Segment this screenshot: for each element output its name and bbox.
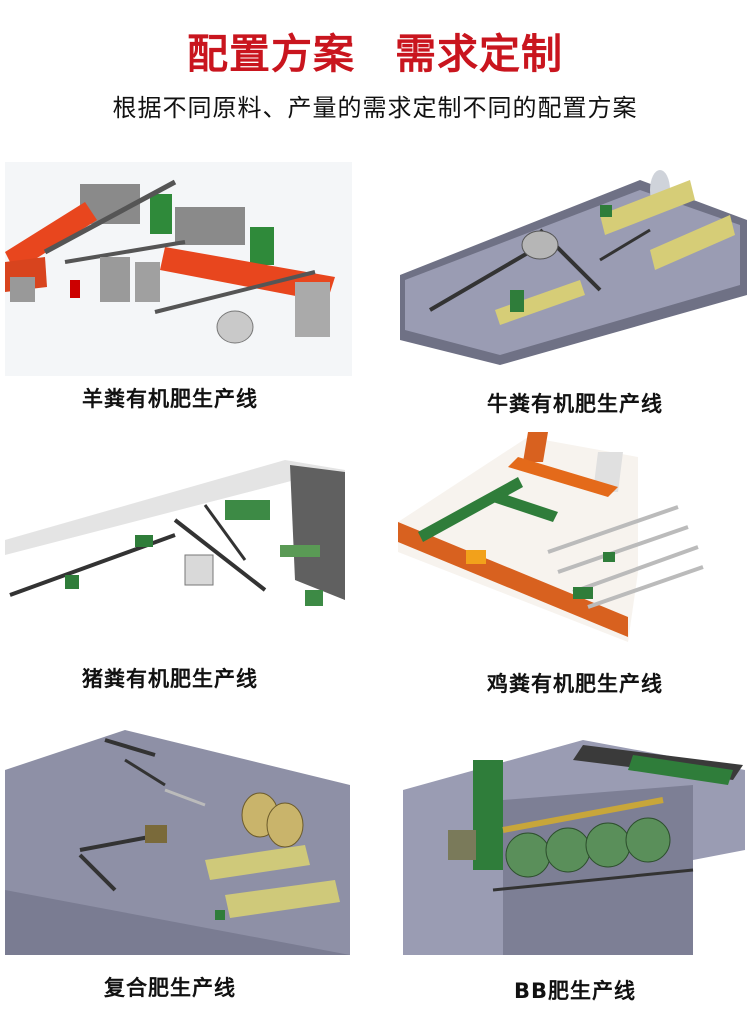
chicken-manure-line-caption: 鸡粪有机肥生产线 — [487, 672, 663, 696]
cow-manure-line-illustration — [400, 160, 747, 370]
pig-manure-line-caption: 猪粪有机肥生产线 — [82, 667, 258, 691]
page-subtitle: 根据不同原料、产量的需求定制不同的配置方案 — [112, 94, 638, 122]
page-title-left: 配置方案 — [187, 30, 355, 78]
bb-fertilizer-line-caption: BB肥生产线 — [513, 979, 636, 1003]
title-row: 配置方案 需求定制 — [0, 18, 750, 82]
sheep-manure-line-caption: 羊粪有机肥生产线 — [82, 387, 258, 411]
pig-manure-line-illustration — [5, 460, 352, 645]
bb-fertilizer-line-illustration — [403, 740, 745, 955]
compound-fertilizer-line-caption: 复合肥生产线 — [104, 976, 236, 1000]
compound-fertilizer-line-illustration — [5, 730, 350, 955]
chicken-manure-line-illustration — [398, 432, 745, 642]
page-title-right: 需求定制 — [395, 30, 563, 78]
sheep-manure-line-illustration — [5, 162, 352, 376]
cow-manure-line-caption: 牛粪有机肥生产线 — [487, 392, 663, 416]
